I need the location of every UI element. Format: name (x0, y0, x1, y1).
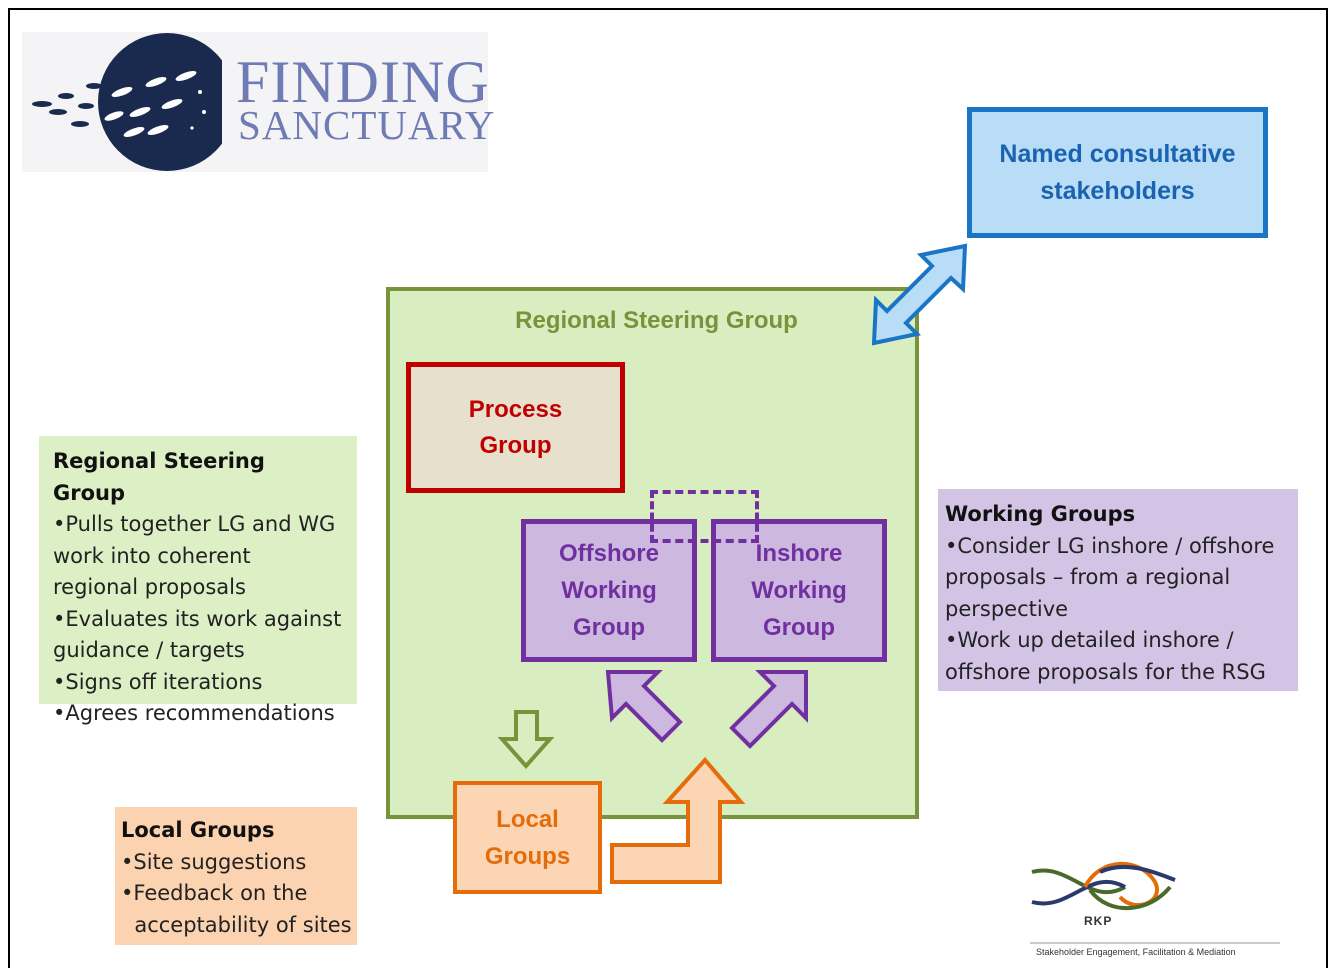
finding-sanctuary-logo: FINDING SANCTUARY (22, 32, 494, 172)
lg-note-line: •Feedback on the (121, 881, 308, 905)
rsg-box-title: Regional Steering Group (515, 307, 798, 334)
offshore-wg-line1: Offshore (558, 540, 659, 567)
lg-note-line: •Site suggestions (121, 849, 307, 874)
wg-note-line: proposals – from a regional (945, 565, 1231, 589)
wg-note-line: •Work up detailed inshore / (945, 628, 1234, 652)
working-groups-overlap-dashed-box (650, 490, 759, 543)
local-groups-line2: Groups (484, 842, 571, 870)
wg-note-title: Working Groups (945, 502, 1136, 526)
rsg-note-line: guidance / targets (53, 638, 245, 662)
offshore-wg-line2: Working (561, 577, 657, 604)
wg-note-line: offshore proposals for the RSG (945, 659, 1266, 684)
rsg-note-line: •Agrees recommendations (53, 701, 335, 725)
named-stakeholders-line1: Named consultative (999, 139, 1236, 168)
offshore-wg-line3: Group (573, 614, 645, 641)
local-groups-box: Local Groups (453, 781, 602, 894)
rsg-note-line: regional proposals (53, 575, 246, 599)
rkp-logo: RKP Stakeholder Engagement, Facilitation… (1030, 852, 1280, 962)
process-group-line1: Process (468, 395, 563, 423)
lg-note-line: acceptability of sites (121, 912, 352, 937)
rkp-divider (1030, 942, 1280, 944)
process-group-box: Process Group (406, 362, 625, 493)
rsg-note: Regional Steering Group •Pulls together … (39, 436, 357, 725)
rsg-note-line: •Signs off iterations (53, 669, 263, 694)
rsg-note-title: Regional Steering Group (53, 449, 265, 505)
fish-school-icon (32, 33, 222, 171)
rkp-knot-icon (1031, 861, 1176, 911)
rsg-note-line: work into coherent (53, 543, 251, 568)
rkp-label: RKP (1084, 914, 1113, 928)
inshore-wg-line1: Inshore (755, 540, 843, 567)
working-groups-note: Working Groups •Consider LG inshore / of… (938, 489, 1298, 691)
logo-word-finding: FINDING (236, 49, 490, 115)
rkp-tagline: Stakeholder Engagement, Facilitation & M… (1036, 947, 1236, 957)
process-group-line2: Group (479, 431, 552, 459)
logo-word-sanctuary: SANCTUARY (238, 102, 496, 148)
wg-note-line: •Consider LG inshore / offshore (945, 533, 1275, 558)
wg-note-line: perspective (945, 596, 1069, 621)
local-groups-note: Local Groups •Site suggestions •Feedback… (115, 807, 357, 945)
inshore-wg-line2: Working (751, 577, 847, 604)
rsg-note-line: •Evaluates its work against (53, 606, 342, 631)
inshore-wg-line3: Group (763, 614, 835, 641)
lg-note-title: Local Groups (121, 818, 275, 842)
slide-frame (8, 8, 1328, 968)
named-stakeholders-box: Named consultative stakeholders (967, 107, 1268, 238)
local-groups-line1: Local (496, 805, 559, 833)
rsg-note-line: •Pulls together LG and WG (53, 512, 336, 536)
named-stakeholders-line2: stakeholders (1040, 176, 1195, 205)
